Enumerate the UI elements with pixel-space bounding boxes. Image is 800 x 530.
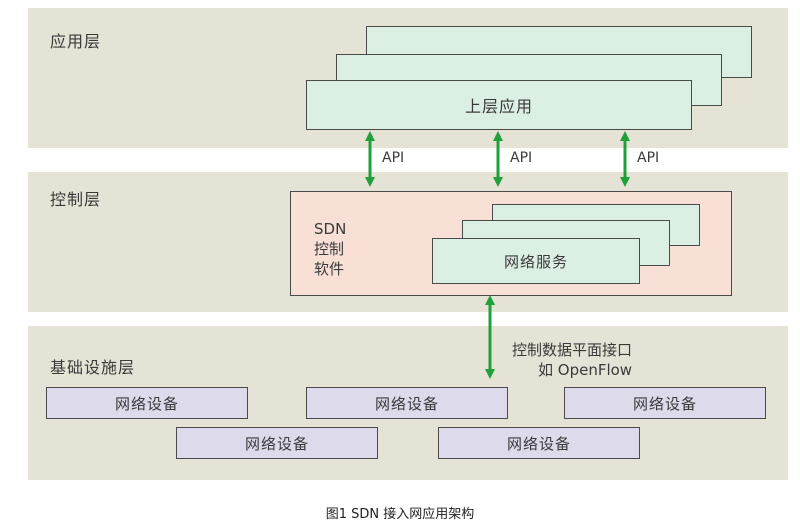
network-device-label: 网络设备 xyxy=(114,394,179,413)
infrastructure-layer-label: 基础设施层 xyxy=(50,358,136,377)
network-device-3: 网络设备 xyxy=(564,387,766,419)
network-device-label: 网络设备 xyxy=(374,394,439,413)
api-label-2: API xyxy=(510,150,533,166)
network-device-4: 网络设备 xyxy=(176,427,378,459)
network-service-label: 网络服务 xyxy=(503,252,568,271)
network-device-1: 网络设备 xyxy=(46,387,248,419)
sdn-software-label: 软件 xyxy=(314,260,345,278)
control-layer-label: 控制层 xyxy=(50,190,102,209)
network-device-2: 网络设备 xyxy=(306,387,508,419)
upper-application-box: 上层应用 xyxy=(306,80,692,130)
api-label-1: API xyxy=(382,150,405,166)
network-device-5: 网络设备 xyxy=(438,427,640,459)
network-service-box: 网络服务 xyxy=(432,238,640,284)
api-label-3: API xyxy=(637,150,660,166)
figure-caption: 图1 SDN 接入网应用架构 xyxy=(325,507,475,522)
sdn-label: SDN xyxy=(314,220,347,238)
interface-label-line1: 控制数据平面接口 xyxy=(512,341,633,359)
network-device-label: 网络设备 xyxy=(506,434,571,453)
network-device-label: 网络设备 xyxy=(244,434,309,453)
upper-application-label: 上层应用 xyxy=(464,97,533,116)
interface-label-line2: 如 OpenFlow xyxy=(538,361,633,379)
sdn-control-label: 控制 xyxy=(314,240,345,258)
network-device-label: 网络设备 xyxy=(632,394,697,413)
application-layer-label: 应用层 xyxy=(50,32,102,51)
